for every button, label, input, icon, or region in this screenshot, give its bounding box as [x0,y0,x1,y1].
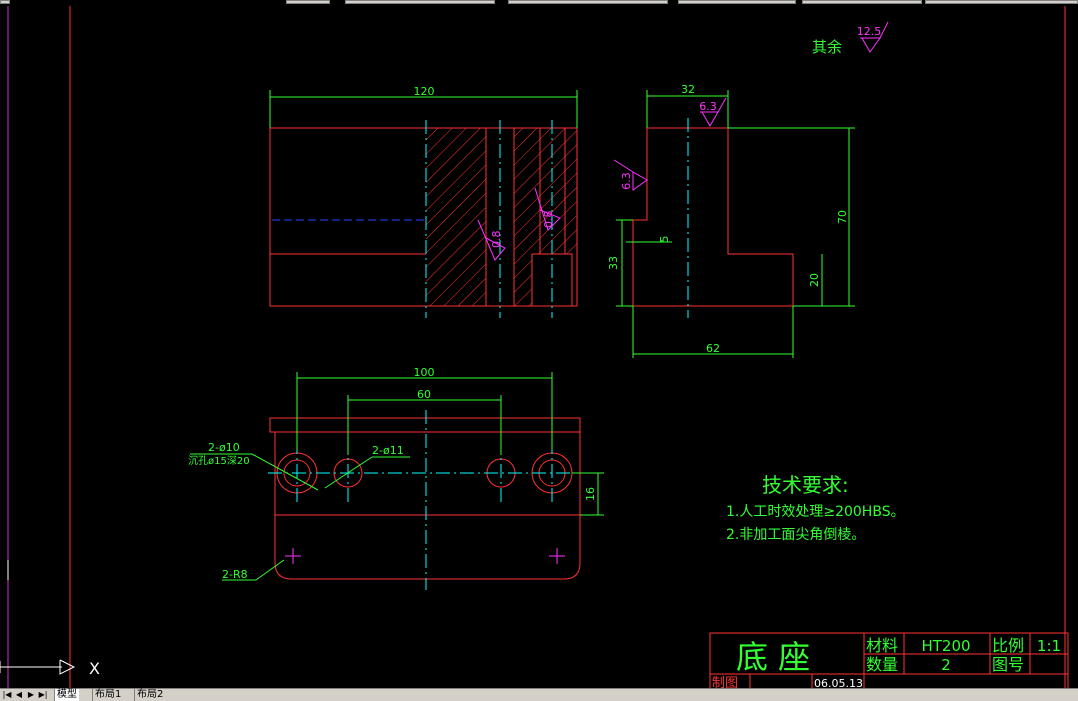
callout-hole1: 2-ø10 [208,441,240,454]
dim-side-step-right-text: 20 [808,273,821,287]
roughness-side-top-value: 6.3 [699,100,717,113]
toolbar-segment[interactable] [0,0,10,4]
toolbar-segment[interactable] [678,0,796,4]
side-view[interactable]: 32 62 70 20 33 5 [607,83,855,358]
dim-top-outer [296,372,553,450]
technical-notes: 技术要求: 1.人工时效处理≥200HBS。 2.非加工面尖角倒棱。 [726,473,905,543]
toolbar-strip [0,0,1078,6]
first-tab-icon[interactable]: |◀ [2,690,12,699]
material-label: 材料 [866,636,898,655]
top-outline [269,417,581,580]
drawing-frame [69,6,1066,688]
next-tab-icon[interactable]: ▶ [27,690,35,699]
toolbar-segment[interactable] [345,0,495,4]
notes-item-1: 1.人工时效处理≥200HBS。 [726,504,905,520]
qty-value: 2 [941,656,951,674]
roughness-front-a [477,219,506,261]
last-tab-icon[interactable]: ▶| [38,690,48,699]
tab-layout2[interactable]: 布局2 [134,689,165,701]
scale-label: 比例 [992,636,1024,655]
roughness-other-value: 12.5 [857,25,882,38]
roughness-side-top [700,97,727,128]
top-view[interactable]: 100 60 16 2-ø10 沉孔ø15深20 2-ø11 2-R8 [188,366,604,590]
drawing-canvas[interactable]: 0.8 0.8 120 32 62 [0,6,1078,688]
material-value: HT200 [921,637,970,655]
dim-side-small-text: 5 [658,236,671,243]
roughness-other-mark [860,21,889,53]
dim-side-height [728,127,855,307]
ucs-icon [0,560,76,675]
callout-leaders [190,453,410,581]
dim-top-offset-text: 16 [584,487,597,501]
drawing-no-label: 图号 [992,655,1024,674]
dim-side-height-text: 70 [836,210,849,224]
front-view[interactable]: 0.8 0.8 120 [269,85,578,318]
dim-side-width-text: 32 [681,83,695,96]
dim-top-outer-text: 100 [414,366,435,379]
roughness-other-label: 其余 [812,38,842,56]
toolbar-segment[interactable] [925,0,1078,4]
front-centerlines [425,120,553,318]
roughness-side-left [613,159,648,191]
dim-side-width [646,90,729,128]
title-text: 底 座 [736,638,810,676]
dim-side-step-text: 33 [607,256,620,270]
notes-heading: 技术要求: [762,473,849,497]
front-hatch-main [426,128,486,306]
callout-hole1-sub: 沉孔ø15深20 [188,454,250,467]
dim-side-base-text: 62 [706,342,720,355]
dim-front-width [269,90,578,128]
dim-top-inner-text: 60 [417,388,431,401]
roughness-front-a-value: 0.8 [490,231,503,249]
dim-top-inner [347,395,502,455]
layout-tab-bar: |◀ ◀ ▶ ▶| 模型 布局1 布局2 [0,688,1078,701]
title-block-grid [709,632,1069,688]
tab-layout1[interactable]: 布局1 [92,689,123,701]
roughness-side-left-value: 6.3 [620,172,633,190]
prev-tab-icon[interactable]: ◀ [15,690,23,699]
callout-hole2: 2-ø11 [372,444,404,457]
toolbar-segment[interactable] [508,0,668,4]
front-hatch-right [565,128,577,254]
radius-center-marks [285,548,565,564]
callout-radius: 2-R8 [222,568,248,581]
toolbar-segment[interactable] [286,0,330,4]
ucs-x-label: X [89,659,100,678]
date-value: 06.05.13 [814,677,863,688]
side-outline [632,127,794,307]
toolbar-segment[interactable] [802,0,922,4]
dim-side-base [632,306,794,358]
scale-value: 1:1 [1037,637,1061,655]
roughness-front-b-value: 0.8 [542,211,555,229]
tab-model[interactable]: 模型 [54,689,79,701]
drawn-label: 制图 [712,676,738,688]
dim-side-step [616,219,633,307]
dim-front-width-text: 120 [414,85,435,98]
dim-top-offset [572,472,604,516]
title-block[interactable]: 底 座 材料 HT200 比例 1:1 数量 2 图号 制图 06.05.13 [709,632,1069,688]
top-centerlines [268,410,580,590]
notes-item-2: 2.非加工面尖角倒棱。 [726,527,865,543]
roughness-front-b [534,187,561,231]
qty-label: 数量 [866,655,898,674]
